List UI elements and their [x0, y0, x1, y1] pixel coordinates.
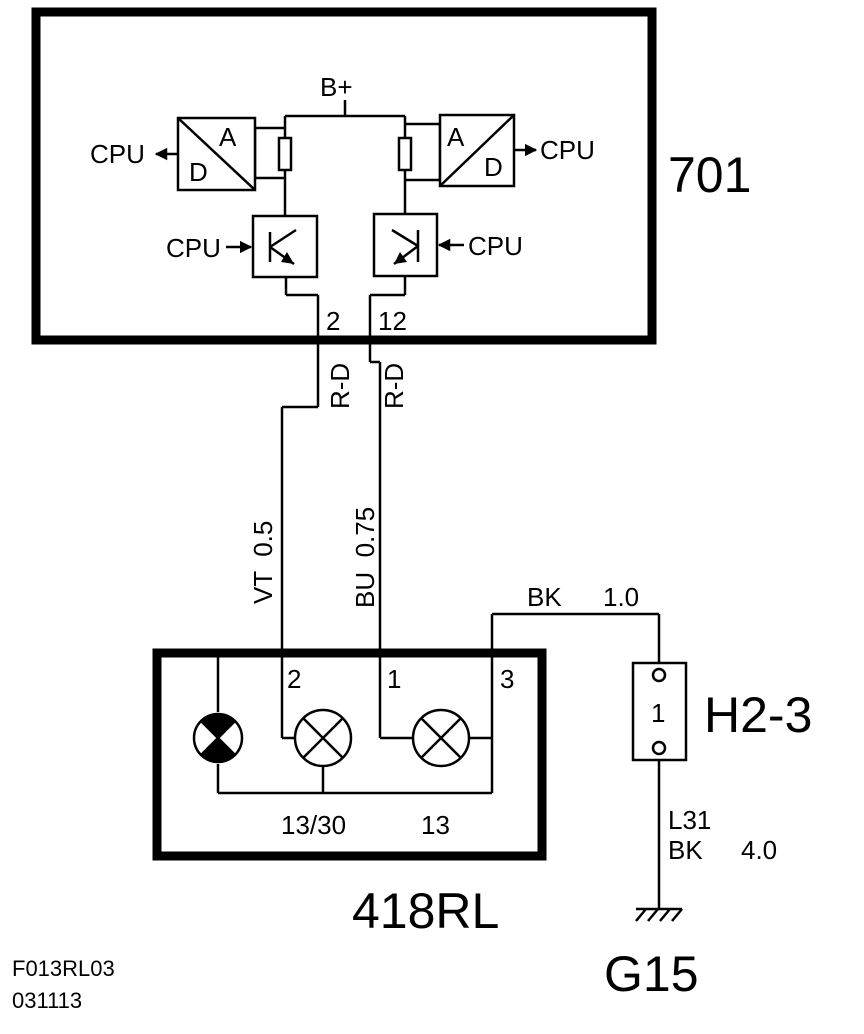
b-plus-bus [283, 100, 407, 138]
wire-bk-color: BK [527, 582, 562, 612]
figure-code: F013RL03 [12, 956, 115, 981]
wire-label-vt: VT 0.5 [248, 521, 278, 604]
adc-left: A D [176, 116, 257, 192]
resistor-left [277, 136, 293, 172]
b-plus-label: B+ [320, 72, 353, 102]
adc-right: A D [438, 113, 516, 188]
lamp-pin-1: 1 [387, 664, 401, 694]
connector-h2-3: 1 [631, 661, 688, 762]
wire-vt [280, 340, 320, 652]
adc-left-d: D [189, 157, 208, 187]
adc-right-d: D [484, 152, 503, 182]
wire-label-bu: BU 0.75 [350, 507, 380, 608]
adc-left-a: A [219, 122, 237, 152]
wire-transistor-right-to-pin12 [368, 276, 407, 340]
lamp-unit-418rl: 2 1 3 13/30 13 418RL [152, 614, 547, 939]
cpu-label-adc-left: CPU [90, 139, 145, 169]
ecu-id-label: 701 [668, 147, 751, 203]
ground-icon [635, 907, 683, 922]
transistor-left [251, 214, 319, 279]
bulb-right-icon [411, 708, 471, 768]
lamp-unit-internal-wiring [216, 614, 494, 795]
connector-pin-1: 1 [651, 698, 665, 728]
lamp-unit-frame [152, 648, 547, 861]
lamp-pin-2: 2 [287, 664, 301, 694]
wire-code-pin12: R-D [379, 363, 409, 409]
resistor-right [397, 136, 413, 172]
wire-ground-size: 4.0 [741, 835, 777, 865]
lamp-unit-id-label: 418RL [352, 883, 499, 939]
ecu-701: B+ A D CPU [31, 7, 751, 345]
ecu-pin-12: 12 [378, 306, 407, 336]
connector-id-label: H2-3 [704, 687, 812, 743]
wire-bk-size: 1.0 [603, 582, 639, 612]
lamp-label-13: 13 [421, 810, 450, 840]
ground-id-label: G15 [604, 946, 699, 1002]
ecu-frame [31, 7, 657, 345]
date-code: 031113 [12, 988, 82, 1013]
wire-ground-color: BK [668, 835, 703, 865]
bulb-left-icon [293, 708, 353, 768]
cpu-label-adc-right: CPU [540, 135, 595, 165]
bulb-filled-icon [192, 712, 244, 764]
lamp-pin-3: 3 [500, 664, 514, 694]
wire-bk-ground [492, 612, 661, 909]
ecu-pin-2: 2 [326, 306, 340, 336]
wire-ground-id: L31 [668, 805, 711, 835]
cpu-label-transistor-right: CPU [468, 231, 523, 261]
wire-code-pin2: R-D [325, 363, 355, 409]
adc-right-a: A [447, 122, 465, 152]
wire-transistor-left-to-pin2 [284, 277, 320, 340]
wire-bu [368, 340, 382, 652]
cpu-label-transistor-left: CPU [166, 233, 221, 263]
lamp-label-13-30: 13/30 [281, 810, 346, 840]
transistor-right [372, 212, 439, 278]
